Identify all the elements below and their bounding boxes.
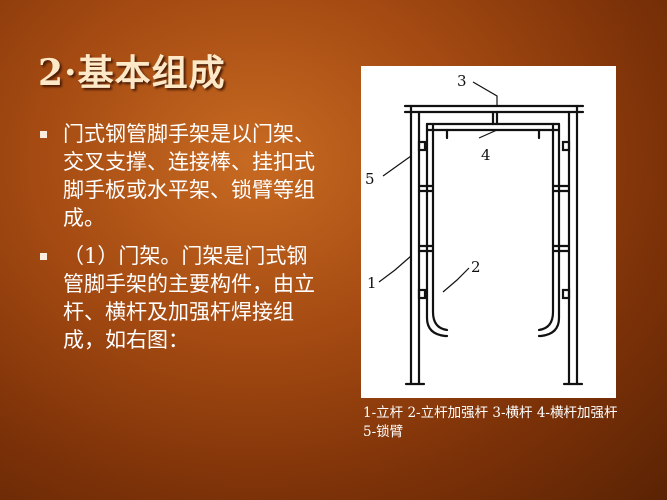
bullet-list: 门式钢管脚手架是以门架、交叉支撑、连接棒、挂扣式脚手板或水平架、锁臂等组成。 （…: [40, 120, 340, 364]
door-frame-diagram: 3 4 5 1 2: [361, 66, 616, 398]
door-frame-drawing: 3 4 5 1 2: [365, 72, 585, 386]
figure-caption: 1-立杆 2-立杆加强杆 3-横杆 4-横杆加强杆 5-锁臂: [363, 405, 618, 440]
label-5: 5: [365, 170, 375, 188]
bullet-item-2: （1）门架。门架是门式钢管脚手架的主要构件，由立杆、横杆及加强杆焊接组成，如右图…: [40, 242, 340, 354]
bullet-text-2: （1）门架。门架是门式钢管脚手架的主要构件，由立杆、横杆及加强杆焊接组成，如右图…: [63, 244, 315, 352]
bullet-item-1: 门式钢管脚手架是以门架、交叉支撑、连接棒、挂扣式脚手板或水平架、锁臂等组成。: [40, 120, 340, 232]
label-3: 3: [457, 72, 467, 90]
bullet-square-icon: [40, 131, 47, 138]
label-4: 4: [481, 146, 491, 164]
slide-title: 2·基本组成: [38, 52, 226, 94]
label-1: 1: [367, 274, 377, 292]
bullet-text-1: 门式钢管脚手架是以门架、交叉支撑、连接棒、挂扣式脚手板或水平架、锁臂等组成。: [63, 122, 315, 230]
label-2: 2: [471, 258, 481, 276]
bullet-square-icon: [40, 253, 47, 260]
